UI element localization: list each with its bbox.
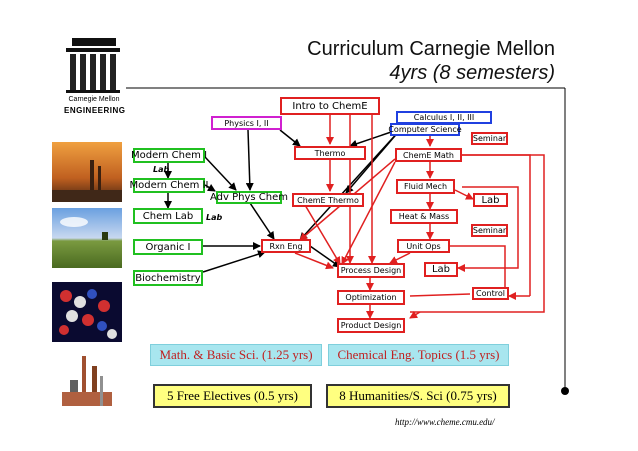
course-product-design: Product Design (337, 318, 405, 333)
course-thermo: Thermo (294, 146, 366, 160)
course-rxn-eng: Rxn Eng (261, 239, 311, 253)
course-fluid-mech: Fluid Mech (396, 179, 455, 194)
course-lab-right: Lab (473, 193, 508, 207)
summary-humanities: 8 Humanities/S. Sci (0.75 yrs) (326, 384, 510, 408)
course-modern-chem-2: Modern Chem II (129, 178, 209, 193)
building-logo-icon (66, 38, 120, 93)
summary-chem-eng-topics: Chemical Eng. Topics (1.5 yrs) (328, 344, 509, 366)
logo-line-2: ENGINEERING (64, 106, 126, 115)
course-computer-science: Computer Science (388, 123, 462, 136)
title-line-2: 4yrs (8 semesters) (389, 62, 555, 84)
lab-label-1: Lab (153, 165, 170, 174)
course-seminar-2: Seminar (471, 224, 508, 237)
course-biochemistry: Biochemistry (133, 270, 203, 286)
refinery-photo (52, 352, 122, 412)
course-intro-cheme: Intro to ChemE (280, 97, 380, 115)
course-control: Control (472, 287, 509, 300)
course-lab-mid: Lab (424, 262, 458, 277)
course-adv-phys-chem: Adv Phys Chem (210, 191, 288, 204)
course-cheme-thermo: ChemE Thermo (292, 193, 364, 207)
course-organic-1: Organic I (133, 239, 203, 255)
field-photo (52, 208, 122, 268)
course-process-design: Process Design (337, 263, 405, 278)
course-unit-ops: Unit Ops (397, 239, 450, 253)
lab-label-2: Lab (206, 213, 223, 222)
course-heat-mass: Heat & Mass (390, 209, 458, 224)
course-optimization: Optimization (337, 290, 405, 305)
summary-free-electives: 5 Free Electives (0.5 yrs) (153, 384, 312, 408)
course-chem-lab: Chem Lab (133, 208, 203, 224)
title-line-1: Curriculum Carnegie Mellon (307, 38, 555, 60)
course-seminar-1: Seminar (471, 132, 508, 145)
course-cheme-math: ChemE Math (395, 148, 462, 162)
summary-math-basic-sci: Math. & Basic Sci. (1.25 yrs) (150, 344, 322, 366)
logo-line-1: Carnegie Mellon (68, 96, 120, 103)
molecule-photo (52, 282, 122, 342)
source-url: http://www.cheme.cmu.edu/ (395, 417, 495, 427)
course-physics: Physics I, II (211, 116, 282, 130)
sunset-photo (52, 142, 122, 202)
course-modern-chem-1: Modern Chem I (130, 148, 208, 163)
